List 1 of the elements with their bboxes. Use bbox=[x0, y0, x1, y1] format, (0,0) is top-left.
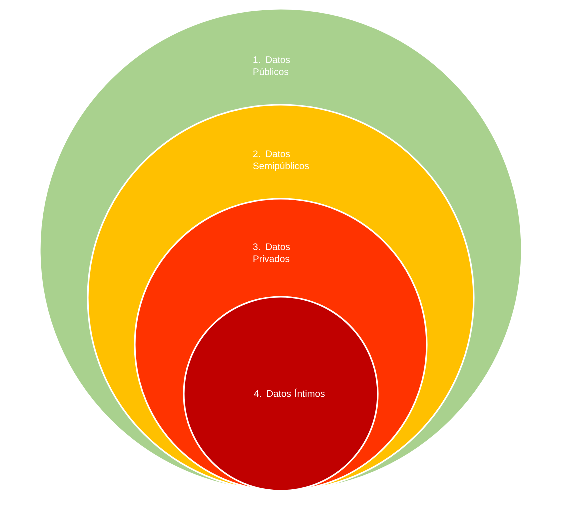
circle-region: 4. Datos Íntimos bbox=[183, 296, 379, 492]
